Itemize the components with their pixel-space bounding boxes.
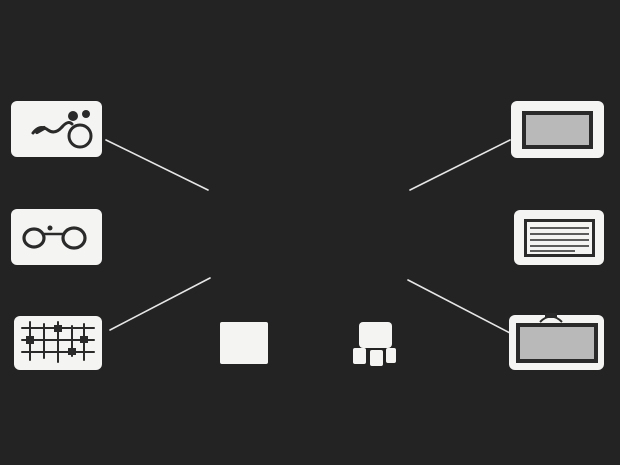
node-right-middle <box>514 210 604 265</box>
equalizer-controls-icon <box>21 321 95 363</box>
connector-left-top <box>105 139 209 191</box>
connector-right-bottom <box>407 279 511 334</box>
node-center-left <box>220 322 268 364</box>
eyeglasses-sketch-icon <box>31 110 93 149</box>
node-center-right <box>353 322 396 366</box>
node-left-top <box>11 101 102 157</box>
connector-lines <box>105 139 511 334</box>
connector-right-top <box>409 139 511 191</box>
blank-square-icon <box>220 322 268 364</box>
node-left-middle <box>11 209 102 265</box>
node-left-bottom <box>14 316 102 370</box>
node-right-bottom <box>509 313 604 370</box>
monitor-screen-icon <box>522 111 593 149</box>
connector-left-bottom <box>109 277 211 331</box>
robot-figure-icon <box>353 322 396 366</box>
handled-display-icon <box>516 313 598 363</box>
node-right-top <box>511 101 604 158</box>
text-lines-panel-icon <box>524 219 595 257</box>
glasses-icon <box>22 225 87 250</box>
